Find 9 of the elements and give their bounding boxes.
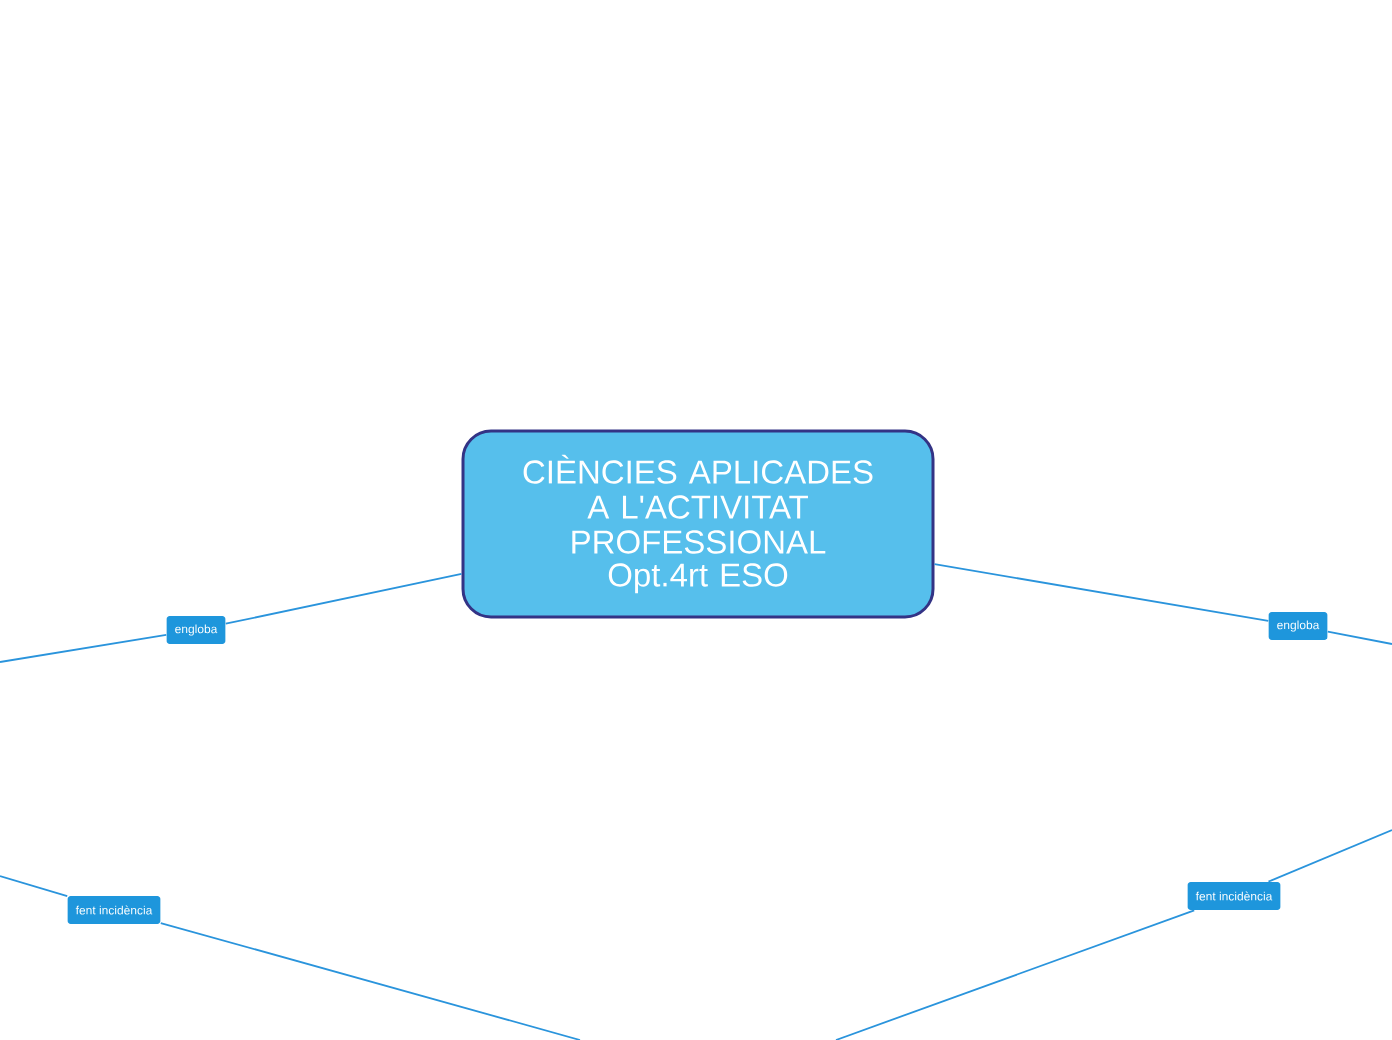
connector-line xyxy=(835,909,1196,1040)
connector-line xyxy=(1267,829,1392,883)
connector-line xyxy=(224,572,463,625)
connector-line xyxy=(0,633,168,663)
connector-line xyxy=(1326,630,1392,645)
connector-line xyxy=(159,922,581,1040)
connector-line xyxy=(0,875,69,897)
connector-line xyxy=(933,563,1270,622)
topic-box: CIÈNCIES APLICADES A L'ACTIVITAT PROFESSIONAL Opt.4rt ESO xyxy=(461,429,935,619)
